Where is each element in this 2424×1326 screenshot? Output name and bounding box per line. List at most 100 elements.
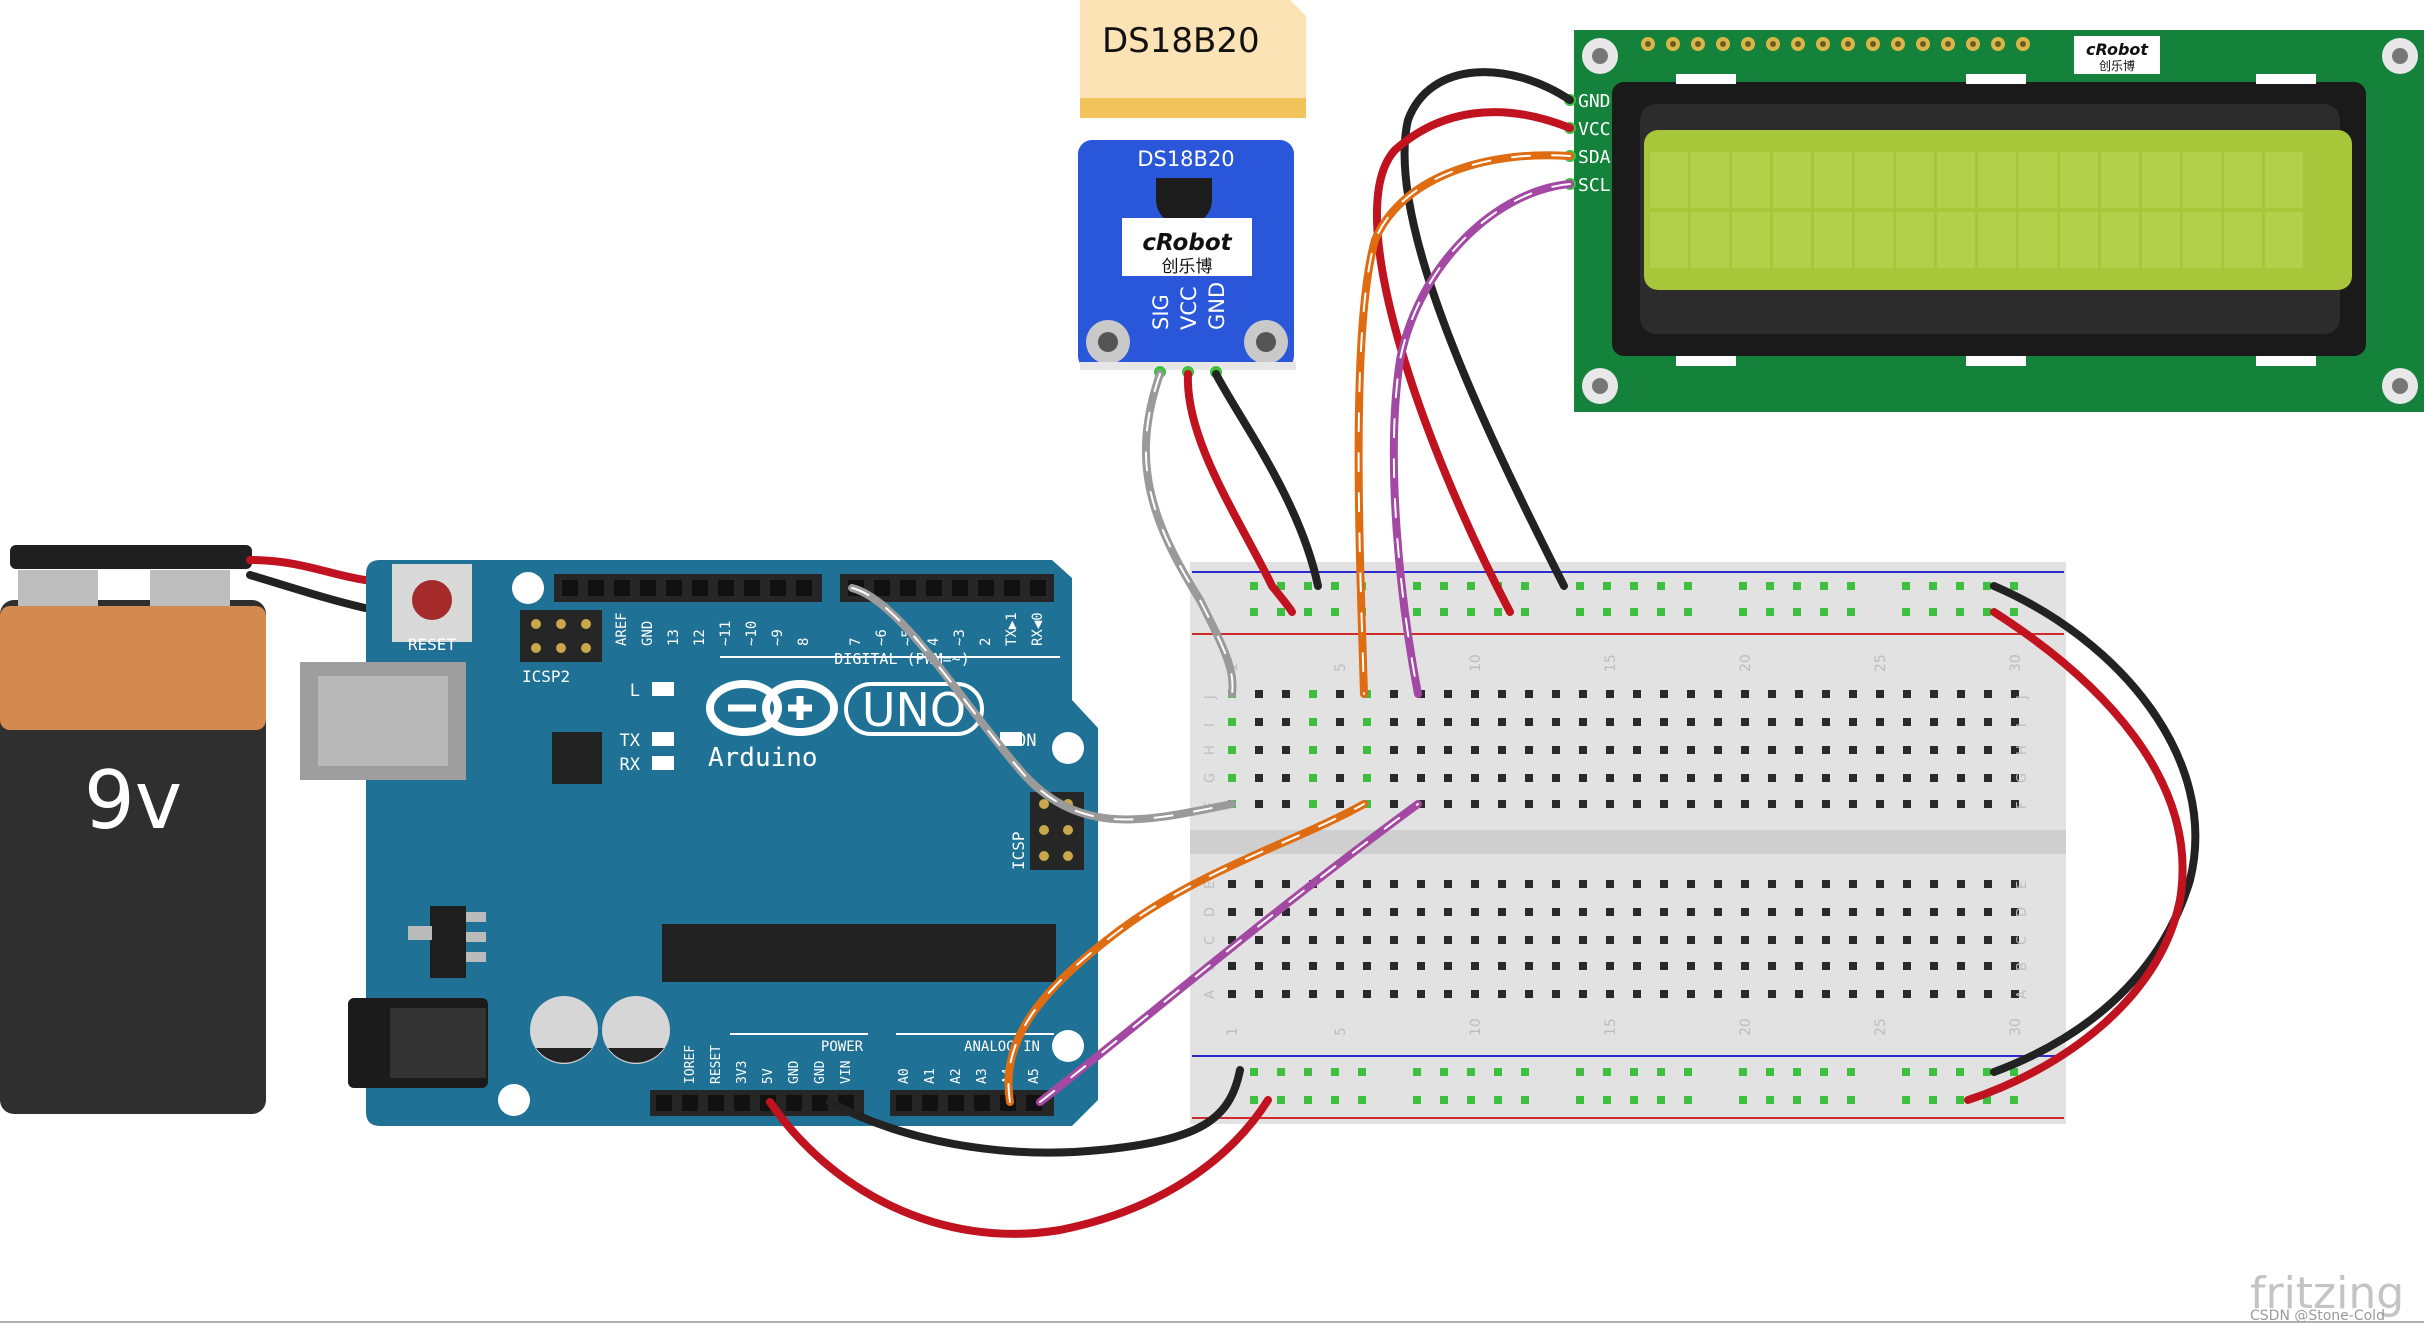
column-number: 5 bbox=[1333, 663, 1349, 672]
breadboard-hole bbox=[1471, 962, 1479, 970]
rail-hole bbox=[1657, 582, 1665, 590]
breadboard-hole bbox=[1309, 936, 1317, 944]
breadboard-hole bbox=[1363, 880, 1371, 888]
breadboard-hole bbox=[1768, 746, 1776, 754]
wire-arduino-gnd bbox=[826, 1066, 1244, 1157]
breadboard-hole bbox=[1444, 690, 1452, 698]
breadboard-hole bbox=[1822, 880, 1830, 888]
breadboard-hole bbox=[1525, 690, 1533, 698]
pin-socket bbox=[614, 580, 630, 596]
breadboard-hole bbox=[1579, 800, 1587, 808]
breadboard-hole bbox=[1471, 908, 1479, 916]
breadboard-hole bbox=[1849, 962, 1857, 970]
analog-pin-label: A1 bbox=[923, 1068, 938, 1084]
row-letter: J bbox=[1203, 695, 1218, 700]
breadboard-hole bbox=[1525, 990, 1533, 998]
rail-hole bbox=[1413, 1096, 1421, 1104]
breadboard-hole bbox=[1606, 718, 1614, 726]
breadboard-hole bbox=[1282, 908, 1290, 916]
breadboard-hole bbox=[1957, 880, 1965, 888]
rail-hole bbox=[1902, 1096, 1910, 1104]
breadboard-hole bbox=[1228, 990, 1236, 998]
breadboard-hole bbox=[1795, 990, 1803, 998]
breadboard-hole bbox=[1309, 962, 1317, 970]
rail-hole bbox=[1277, 608, 1285, 616]
breadboard-hole bbox=[1525, 718, 1533, 726]
rail-hole bbox=[1956, 1068, 1964, 1076]
rail-hole bbox=[1847, 1068, 1855, 1076]
rail-hole bbox=[1304, 1068, 1312, 1076]
rail-hole bbox=[1684, 1068, 1692, 1076]
rail-hole bbox=[1766, 582, 1774, 590]
breadboard-hole bbox=[1741, 774, 1749, 782]
column-number: 30 bbox=[2008, 1018, 2024, 1036]
rail-hole bbox=[1603, 582, 1611, 590]
breadboard-hole bbox=[1228, 774, 1236, 782]
analog-pin-label: A3 bbox=[975, 1068, 990, 1084]
breadboard-hole bbox=[1984, 936, 1992, 944]
breadboard-hole bbox=[1390, 718, 1398, 726]
column-number: 5 bbox=[1333, 1027, 1349, 1036]
rail-hole bbox=[1331, 608, 1339, 616]
breadboard-hole bbox=[1390, 990, 1398, 998]
mount-hole bbox=[498, 1084, 530, 1116]
rail-hole bbox=[1494, 1068, 1502, 1076]
mount-hole bbox=[1052, 1030, 1084, 1062]
breadboard-hole bbox=[1390, 800, 1398, 808]
breadboard-hole bbox=[1660, 990, 1668, 998]
breadboard-hole bbox=[1984, 908, 1992, 916]
power-header-label: POWER bbox=[821, 1039, 864, 1055]
breadboard-hole bbox=[1255, 718, 1263, 726]
breadboard-hole bbox=[1768, 718, 1776, 726]
breadboard-hole bbox=[1903, 908, 1911, 916]
breadboard-hole bbox=[1930, 774, 1938, 782]
breadboard-hole bbox=[1795, 690, 1803, 698]
rail-hole bbox=[1847, 608, 1855, 616]
breadboard-hole bbox=[2011, 746, 2019, 754]
breadboard-hole bbox=[1606, 936, 1614, 944]
column-number: 10 bbox=[1468, 654, 1484, 672]
rail-hole bbox=[1413, 1068, 1421, 1076]
breadboard-hole bbox=[1255, 774, 1263, 782]
rail-hole bbox=[1331, 582, 1339, 590]
breadboard-hole bbox=[1795, 800, 1803, 808]
breadboard-hole bbox=[1282, 880, 1290, 888]
battery-terminal-right bbox=[150, 570, 230, 606]
breadboard-hole bbox=[1579, 746, 1587, 754]
power-jack-inner bbox=[390, 1008, 486, 1078]
rail-hole bbox=[1739, 582, 1747, 590]
breadboard-hole bbox=[1903, 800, 1911, 808]
led-tx-label: TX bbox=[620, 731, 641, 751]
breadboard-hole bbox=[1255, 800, 1263, 808]
rail-hole bbox=[1331, 1068, 1339, 1076]
breadboard-hole bbox=[1714, 880, 1722, 888]
breadboard-hole bbox=[1903, 690, 1911, 698]
breadboard-hole bbox=[1957, 800, 1965, 808]
led-l bbox=[652, 682, 674, 696]
breadboard-hole bbox=[1498, 990, 1506, 998]
arduino-brand: Arduino bbox=[708, 743, 818, 773]
breadboard-hole bbox=[1498, 800, 1506, 808]
breadboard-hole bbox=[1444, 746, 1452, 754]
breadboard-hole bbox=[1336, 880, 1344, 888]
breadboard-hole bbox=[1363, 908, 1371, 916]
pin-socket bbox=[770, 580, 786, 596]
breadboard-hole bbox=[1903, 990, 1911, 998]
breadboard-hole bbox=[1984, 962, 1992, 970]
breadboard-hole bbox=[1282, 746, 1290, 754]
breadboard-hole bbox=[1795, 962, 1803, 970]
wire-rail-bridge-vcc bbox=[1964, 608, 2187, 1104]
reset-button[interactable] bbox=[412, 580, 452, 620]
breadboard-holes bbox=[1228, 582, 2019, 1104]
breadboard-hole bbox=[1282, 774, 1290, 782]
breadboard-hole bbox=[1930, 990, 1938, 998]
breadboard-hole bbox=[1876, 908, 1884, 916]
breadboard-hole bbox=[1984, 718, 1992, 726]
rail-hole bbox=[1630, 1096, 1638, 1104]
breadboard-hole bbox=[2011, 690, 2019, 698]
icsp2-header bbox=[520, 610, 602, 662]
rail-hole bbox=[1820, 1068, 1828, 1076]
pin-socket bbox=[812, 1095, 828, 1111]
wire-sensor-gnd bbox=[1212, 370, 1322, 590]
